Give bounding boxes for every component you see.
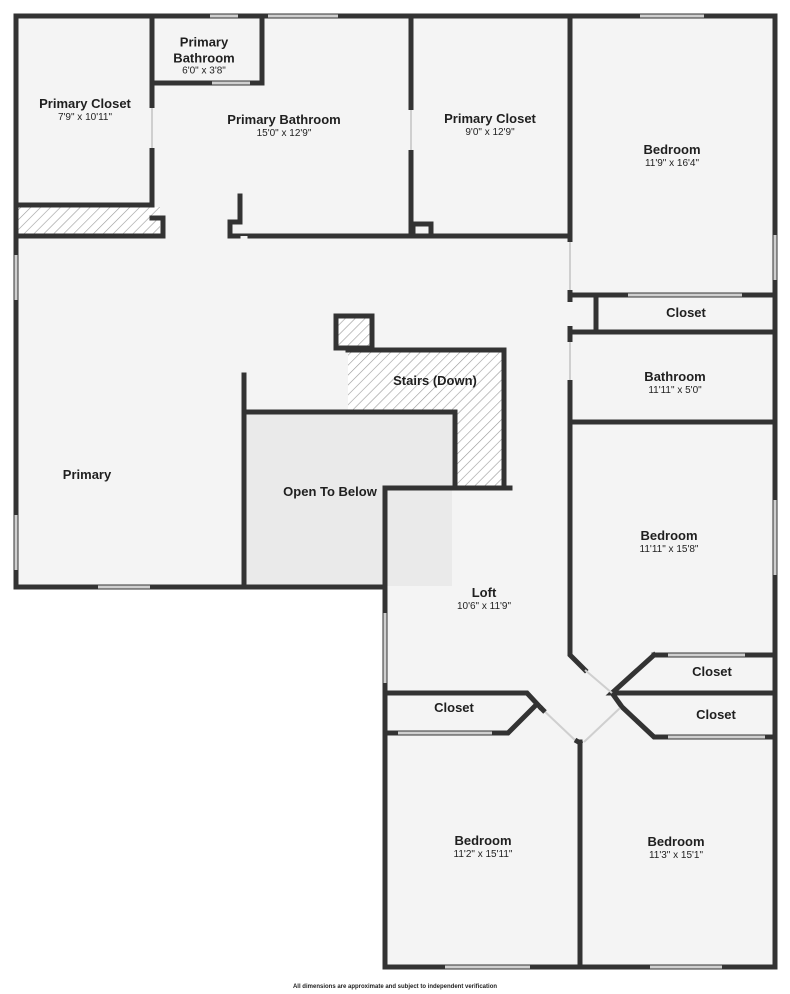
room-name: Bedroom xyxy=(640,528,698,544)
room-label-bathroom: Bathroom 11'11" x 5'0" xyxy=(644,369,705,397)
room-dimensions: 11'9" x 16'4" xyxy=(644,157,700,169)
room-name: Primary Closet xyxy=(444,111,536,127)
room-label-bedroom-3: Bedroom 11'2" x 15'11" xyxy=(454,833,513,861)
room-dimensions: 11'3" x 15'1" xyxy=(648,849,704,861)
room-name: Bedroom xyxy=(643,142,701,158)
room-dimensions: 9'0" x 12'9" xyxy=(465,126,515,138)
room-name: Closet xyxy=(696,707,736,723)
exterior-wall xyxy=(13,13,778,970)
corridor-angled-walls xyxy=(538,705,584,747)
room-name: Loft xyxy=(471,585,497,601)
room-label-bedroom-2: Bedroom 11'11" x 15'8" xyxy=(640,528,699,556)
floor-fills xyxy=(16,16,775,967)
open-to-below-area xyxy=(246,412,452,586)
room-dimensions: 7'9" x 10'11" xyxy=(57,111,113,123)
room-name: Primary xyxy=(62,467,112,483)
room-name: Closet xyxy=(434,700,474,716)
room-name: Bedroom xyxy=(647,834,705,850)
room-label-primary-closet-2: Primary Closet 9'0" x 12'9" xyxy=(444,111,536,139)
room-name: Closet xyxy=(692,664,732,680)
room-name: Bathroom xyxy=(644,369,706,385)
chimney-hatch xyxy=(336,316,372,346)
room-label-closet-4: Closet xyxy=(696,707,736,723)
room-dimensions: 11'2" x 15'11" xyxy=(453,848,513,860)
room-dimensions: 11'11" x 5'0" xyxy=(648,384,702,396)
room-name: Open To Below xyxy=(283,484,377,500)
room-dimensions: 10'6" x 11'9" xyxy=(456,600,512,612)
room-dimensions: 6'0" x 3'8" xyxy=(182,65,226,77)
room-dimensions: 11'11" x 15'8" xyxy=(639,543,699,555)
hatched-ledge xyxy=(18,207,160,235)
windows xyxy=(14,14,777,969)
room-name: Bedroom xyxy=(454,833,512,849)
room-dimensions: 15'0" x 12'9" xyxy=(256,127,312,139)
room-label-bedroom-1: Bedroom 11'9" x 16'4" xyxy=(643,142,700,170)
room-name: Primary Bathroom xyxy=(173,34,235,65)
room-name: Stairs (Down) xyxy=(393,373,477,389)
room-label-primary-bathroom-small: Primary Bathroom 6'0" x 3'8" xyxy=(173,34,234,77)
room-name: Primary Closet xyxy=(39,96,131,112)
room-label-closet-1: Closet xyxy=(666,305,706,321)
room-label-bedroom-4: Bedroom 11'3" x 15'1" xyxy=(647,834,704,862)
room-label-loft: Loft 10'6" x 11'9" xyxy=(457,585,511,613)
stairs-hatch xyxy=(348,350,504,488)
room-label-primary: Primary xyxy=(63,467,111,483)
room-name: Closet xyxy=(666,305,706,321)
room-label-closet-2: Closet xyxy=(692,664,732,680)
room-label-primary-closet-1: Primary Closet 7'9" x 10'11" xyxy=(39,96,131,124)
room-label-primary-bathroom: Primary Bathroom 15'0" x 12'9" xyxy=(227,112,340,140)
disclaimer-text: All dimensions are approximate and subje… xyxy=(292,984,498,990)
room-name: Primary Bathroom xyxy=(227,112,341,128)
room-label-closet-3: Closet xyxy=(434,700,474,716)
room-label-open-to-below: Open To Below xyxy=(283,484,377,500)
door-lines xyxy=(151,108,621,743)
room-label-stairs: Stairs (Down) xyxy=(393,373,477,389)
